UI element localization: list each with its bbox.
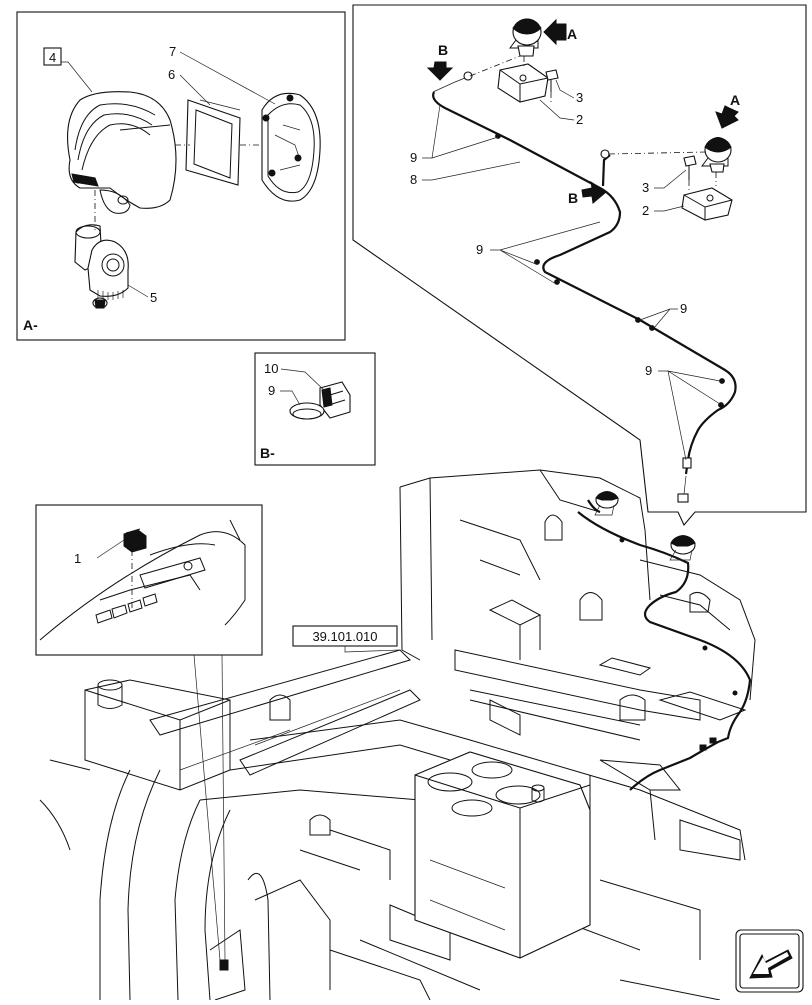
machine-harness: [577, 499, 752, 791]
arrow-a-upper: [543, 18, 567, 46]
machine-chassis: [39, 469, 756, 1001]
callout-9-lower: 9: [645, 363, 652, 378]
right-bracket: [681, 187, 733, 221]
lamp-lens: [185, 99, 241, 186]
navigation-arrow-icon[interactable]: [735, 929, 804, 993]
arrow-b-upper: [426, 61, 454, 81]
callout-7: 7: [169, 44, 176, 59]
reference-tag: 39.101.010: [292, 625, 401, 653]
callout-2-right: 2: [642, 203, 649, 218]
right-bolt: [683, 155, 697, 180]
detail-a-label: A-: [23, 317, 38, 333]
arrow-a-right: [715, 105, 739, 129]
upper-bolt: [545, 69, 559, 92]
callout-3-upper: 3: [576, 90, 583, 105]
callout-6: 6: [168, 67, 175, 82]
detail-a-panel: A-: [16, 11, 346, 341]
callout-10: 10: [264, 361, 278, 376]
upper-lamp: [509, 18, 542, 57]
arrow-b-lower: [581, 180, 607, 204]
callout-4-box: [43, 47, 62, 66]
view-a-marker-1: A: [567, 26, 577, 42]
detail-b-panel: B- 10 9: [254, 352, 376, 466]
detail-b-label: B-: [260, 445, 275, 461]
machine-lamp-right: [669, 535, 696, 561]
cable-tie: [289, 402, 325, 420]
harness-callout-panel: B A 3 2 9 8 A B 3 2 9 9 9: [352, 4, 807, 527]
view-a-marker-2: A: [730, 92, 740, 108]
battery: [414, 751, 591, 959]
callout-1: 1: [74, 551, 81, 566]
callout-2-upper: 2: [576, 112, 583, 127]
work-lamp-housing: [67, 91, 177, 214]
view-b-marker-1: B: [438, 42, 448, 58]
callout-8: 8: [410, 172, 417, 187]
lamp-reflector: [261, 92, 321, 202]
bulb-assembly: [74, 224, 129, 309]
callout-9-upper: 9: [410, 150, 417, 165]
callout-9-middle: 9: [476, 242, 483, 257]
callout-4: 4: [49, 50, 56, 65]
machine-lamp-left: [594, 491, 619, 516]
callout-9-right: 9: [680, 301, 687, 316]
view-b-marker-2: B: [568, 190, 578, 206]
callout-5: 5: [150, 290, 157, 305]
upper-bracket: [497, 63, 549, 103]
rocker-switch: [123, 528, 147, 553]
callout-3-right: 3: [642, 180, 649, 195]
reference-tag-text: 39.101.010: [312, 629, 377, 644]
switch-detail-panel: 1: [35, 504, 263, 961]
cable-clip: [319, 381, 351, 419]
right-lamp: [701, 137, 732, 173]
callout-9-detail: 9: [268, 383, 275, 398]
